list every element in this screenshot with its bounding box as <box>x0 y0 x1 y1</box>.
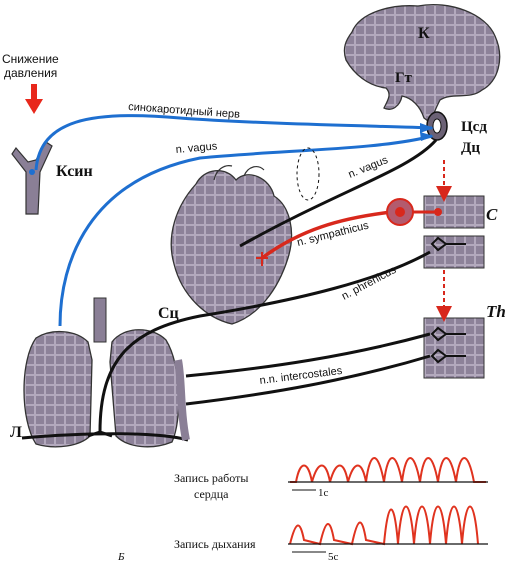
heart-trace <box>290 457 486 483</box>
stimulus-label-1: Снижение <box>2 52 59 66</box>
spinal-segment-c <box>423 195 485 269</box>
neuron-icon-th2 <box>430 348 466 364</box>
stimulus-label-2: давления <box>4 66 57 80</box>
stimulus-arrow-icon <box>25 84 43 114</box>
vasomotor-center-label: Цсд <box>461 119 487 135</box>
brain <box>343 4 501 141</box>
efferent-nerves <box>87 139 438 438</box>
spinal-segment-th <box>423 317 485 379</box>
heart-scale-label: 1с <box>318 487 329 499</box>
breath-scale-label: 5с <box>328 551 339 563</box>
breath-trace <box>289 505 479 546</box>
intercostal-nerve-2 <box>185 354 431 406</box>
breath-record-label: Запись дыхания <box>174 537 256 551</box>
neuron-icon-th1 <box>430 326 466 342</box>
sympathetic-nerve <box>260 210 393 260</box>
heart-record-label-2: сердца <box>194 487 229 501</box>
lungs <box>21 297 189 448</box>
heart-record-label-1: Запись работы <box>174 471 248 485</box>
spinal-th-label: Th <box>486 302 506 321</box>
intercostales-label: n.n. intercostales <box>259 365 343 387</box>
phrenic-nerve <box>98 250 431 433</box>
brain-cortex-label: К <box>418 25 430 42</box>
rib-strip <box>174 359 190 441</box>
spinal-c-label: C <box>486 205 498 224</box>
carotid-sinus-label: Ксин <box>56 163 93 180</box>
figure-letter: Б <box>117 551 125 563</box>
carotid-sinus-vessel <box>11 141 53 215</box>
lungs-label: Л <box>10 424 22 441</box>
heart-label: Сц <box>158 305 179 322</box>
hypothalamus-label: Гт <box>395 70 413 86</box>
afferent-nerves <box>34 114 433 327</box>
respiratory-center-label: Дц <box>461 140 480 156</box>
neuron-icon-c <box>430 236 466 252</box>
vagus-section-marker <box>296 147 320 201</box>
vagus-right-label: n. vagus <box>347 154 391 181</box>
vagus-afferent-nerve <box>58 134 433 327</box>
heart <box>170 165 293 325</box>
vagus-efferent-nerve <box>239 139 438 248</box>
intercostal-nerve-1 <box>185 332 431 378</box>
vagus-left-label: n. vagus <box>175 140 218 156</box>
sinocarotid-nerve <box>34 114 433 171</box>
